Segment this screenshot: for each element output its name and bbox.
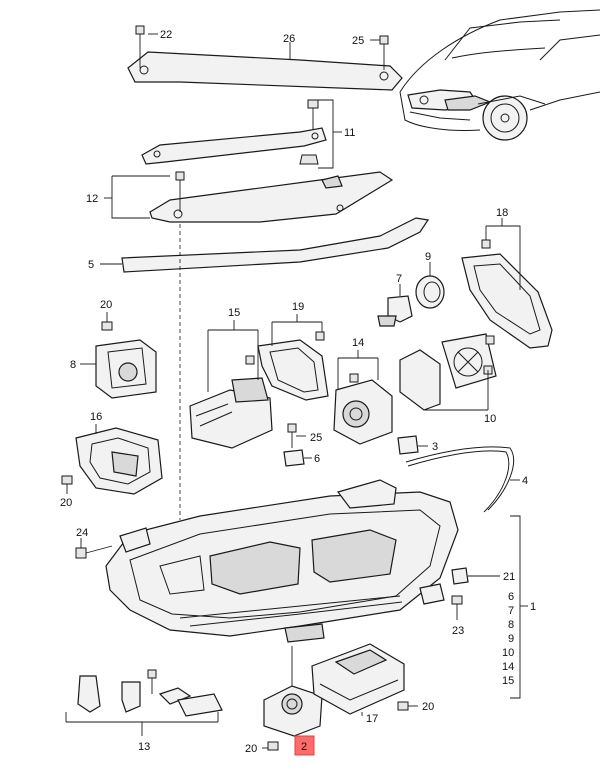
callout-20-mid: 20 <box>60 497 72 509</box>
part-9-ring <box>415 262 445 309</box>
part-25-6-fasteners <box>283 423 312 467</box>
callout-25-mid: 25 <box>310 432 322 444</box>
callout-20-bottom: 20 <box>245 743 257 755</box>
part-21-23-fasteners <box>451 567 500 620</box>
callout-15: 15 <box>228 307 240 319</box>
list-7: 7 <box>508 605 514 617</box>
part-8-control-module <box>80 312 157 399</box>
callout-12: 12 <box>86 193 98 205</box>
part-13-small-brackets <box>65 669 223 736</box>
part-15-ballast <box>189 320 273 449</box>
part-18-frame <box>461 218 553 349</box>
list-14: 14 <box>502 661 514 673</box>
list-6: 6 <box>508 591 514 603</box>
callout-9: 9 <box>425 251 431 263</box>
callout-14: 14 <box>352 337 364 349</box>
part-10-cooling-housing <box>399 333 497 411</box>
callout-1: 1 <box>530 601 536 613</box>
callout-16: 16 <box>90 411 102 423</box>
callout-26: 26 <box>283 33 295 45</box>
callout-18: 18 <box>496 207 508 219</box>
list-10: 10 <box>502 647 514 659</box>
callout-20-right: 20 <box>422 701 434 713</box>
part-4-seal-strip <box>405 446 520 513</box>
callout-2: 2 <box>301 741 307 753</box>
callout-8: 8 <box>70 359 76 371</box>
part-5-trim-strip <box>100 217 430 273</box>
callout-22: 22 <box>160 29 172 41</box>
part-2-igniter-module <box>262 646 323 751</box>
part-19-gasket <box>257 314 329 401</box>
part-11-bracket <box>141 99 342 169</box>
part-12-trim-panel <box>104 171 394 223</box>
callout-7: 7 <box>396 273 402 285</box>
headlight-assembly <box>105 479 459 643</box>
list-8: 8 <box>508 619 514 631</box>
callout-6-mid: 6 <box>314 453 320 465</box>
callout-11: 11 <box>344 127 355 139</box>
callout-23: 23 <box>452 625 464 637</box>
callout-17: 17 <box>366 713 378 725</box>
part-24-screw <box>75 538 113 559</box>
callout-19: 19 <box>292 301 304 313</box>
car-locator-illustration <box>399 9 600 141</box>
callout-20-left: 20 <box>100 299 112 311</box>
callout-10: 10 <box>484 413 496 425</box>
highlight-box-part-2 <box>294 735 315 756</box>
part-14-projector <box>333 350 393 445</box>
callout-5: 5 <box>88 259 94 271</box>
callout-13: 13 <box>138 741 150 753</box>
list-15: 15 <box>502 675 514 687</box>
part-3-clip <box>397 435 428 455</box>
part-17-control-unit <box>311 643 418 716</box>
callout-3: 3 <box>432 441 438 453</box>
part-16-housing <box>61 424 163 495</box>
part-26-upper-bracket <box>127 25 403 91</box>
part-7-bulb <box>377 284 413 327</box>
callout-4: 4 <box>522 475 528 487</box>
list-9: 9 <box>508 633 514 645</box>
callout-21: 21 <box>503 571 515 583</box>
callout-25-top: 25 <box>352 35 364 47</box>
item-1-bracket <box>510 515 528 699</box>
callout-24: 24 <box>76 527 88 539</box>
